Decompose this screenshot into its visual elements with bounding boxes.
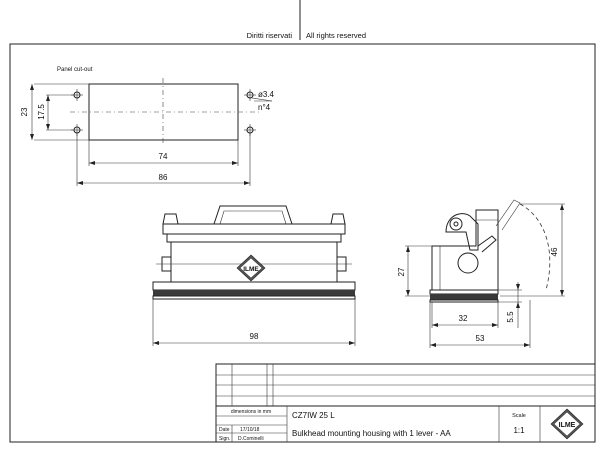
date-label: Date: [219, 427, 230, 433]
units-note: dimensions in mm: [231, 409, 271, 415]
svg-text:ILME: ILME: [243, 266, 259, 273]
panel-cutout-view: Panel cut-out ø3.4 n°4: [20, 67, 275, 186]
front-view: ILME 98: [152, 205, 356, 346]
front-mounting-flange: [152, 281, 356, 291]
dim-side-base-height: 5.5: [506, 311, 515, 323]
lever-swing-arc: [519, 203, 551, 291]
side-housing-body: [431, 209, 499, 291]
side-lever-open-position: [495, 199, 521, 231]
dim-side-total-height: 46: [550, 247, 559, 256]
hole-leader-line: [251, 97, 273, 102]
front-lever-handle: [213, 205, 293, 225]
side-view: 27 46 5.5 32 53: [397, 199, 565, 348]
rights-reserved-english: All rights reserved: [306, 31, 366, 40]
dim-side-body-height: 27: [397, 267, 406, 276]
side-gasket: [430, 294, 498, 300]
svg-text:ILME: ILME: [559, 422, 576, 429]
hole-count-label: n°4: [258, 103, 271, 112]
sign-value: D.Cominelli: [238, 436, 264, 442]
dim-panel-width-inner: 74: [159, 152, 168, 161]
side-lever: [445, 213, 497, 274]
title-block-ilme-logo: ILME: [550, 408, 584, 440]
front-gasket: [153, 290, 355, 296]
date-value: 17/10/18: [240, 427, 260, 433]
dim-panel-height-inner: 17.5: [37, 104, 46, 120]
dim-panel-height-outer: 23: [20, 107, 29, 116]
mounting-hole-top-right: [244, 89, 256, 101]
dim-side-outer-width: 53: [476, 334, 485, 343]
title-block: dimensions in mm Date 17/10/18 Sign. D.C…: [215, 363, 596, 443]
side-mounting-flange: [429, 289, 499, 295]
part-code: CZ7IW 25 L: [292, 411, 335, 420]
dim-panel-width-outer: 86: [159, 173, 168, 182]
part-description: Bulkhead mounting housing with 1 lever -…: [292, 429, 451, 438]
scale-label: Scale: [512, 413, 526, 419]
panel-cutout-label: Panel cut-out: [57, 67, 93, 73]
front-ilme-logo: ILME: [236, 254, 266, 282]
sign-label: Sign.: [219, 436, 230, 442]
drawing-frame: [9, 43, 596, 443]
rights-reserved-italian: Diritti riservati: [247, 31, 293, 40]
scale-value: 1:1: [513, 426, 525, 435]
hole-diameter-label: ø3.4: [258, 90, 275, 99]
dim-side-inner-width: 32: [459, 314, 468, 323]
dim-front-width: 98: [250, 332, 259, 341]
front-housing-top: [162, 213, 346, 225]
